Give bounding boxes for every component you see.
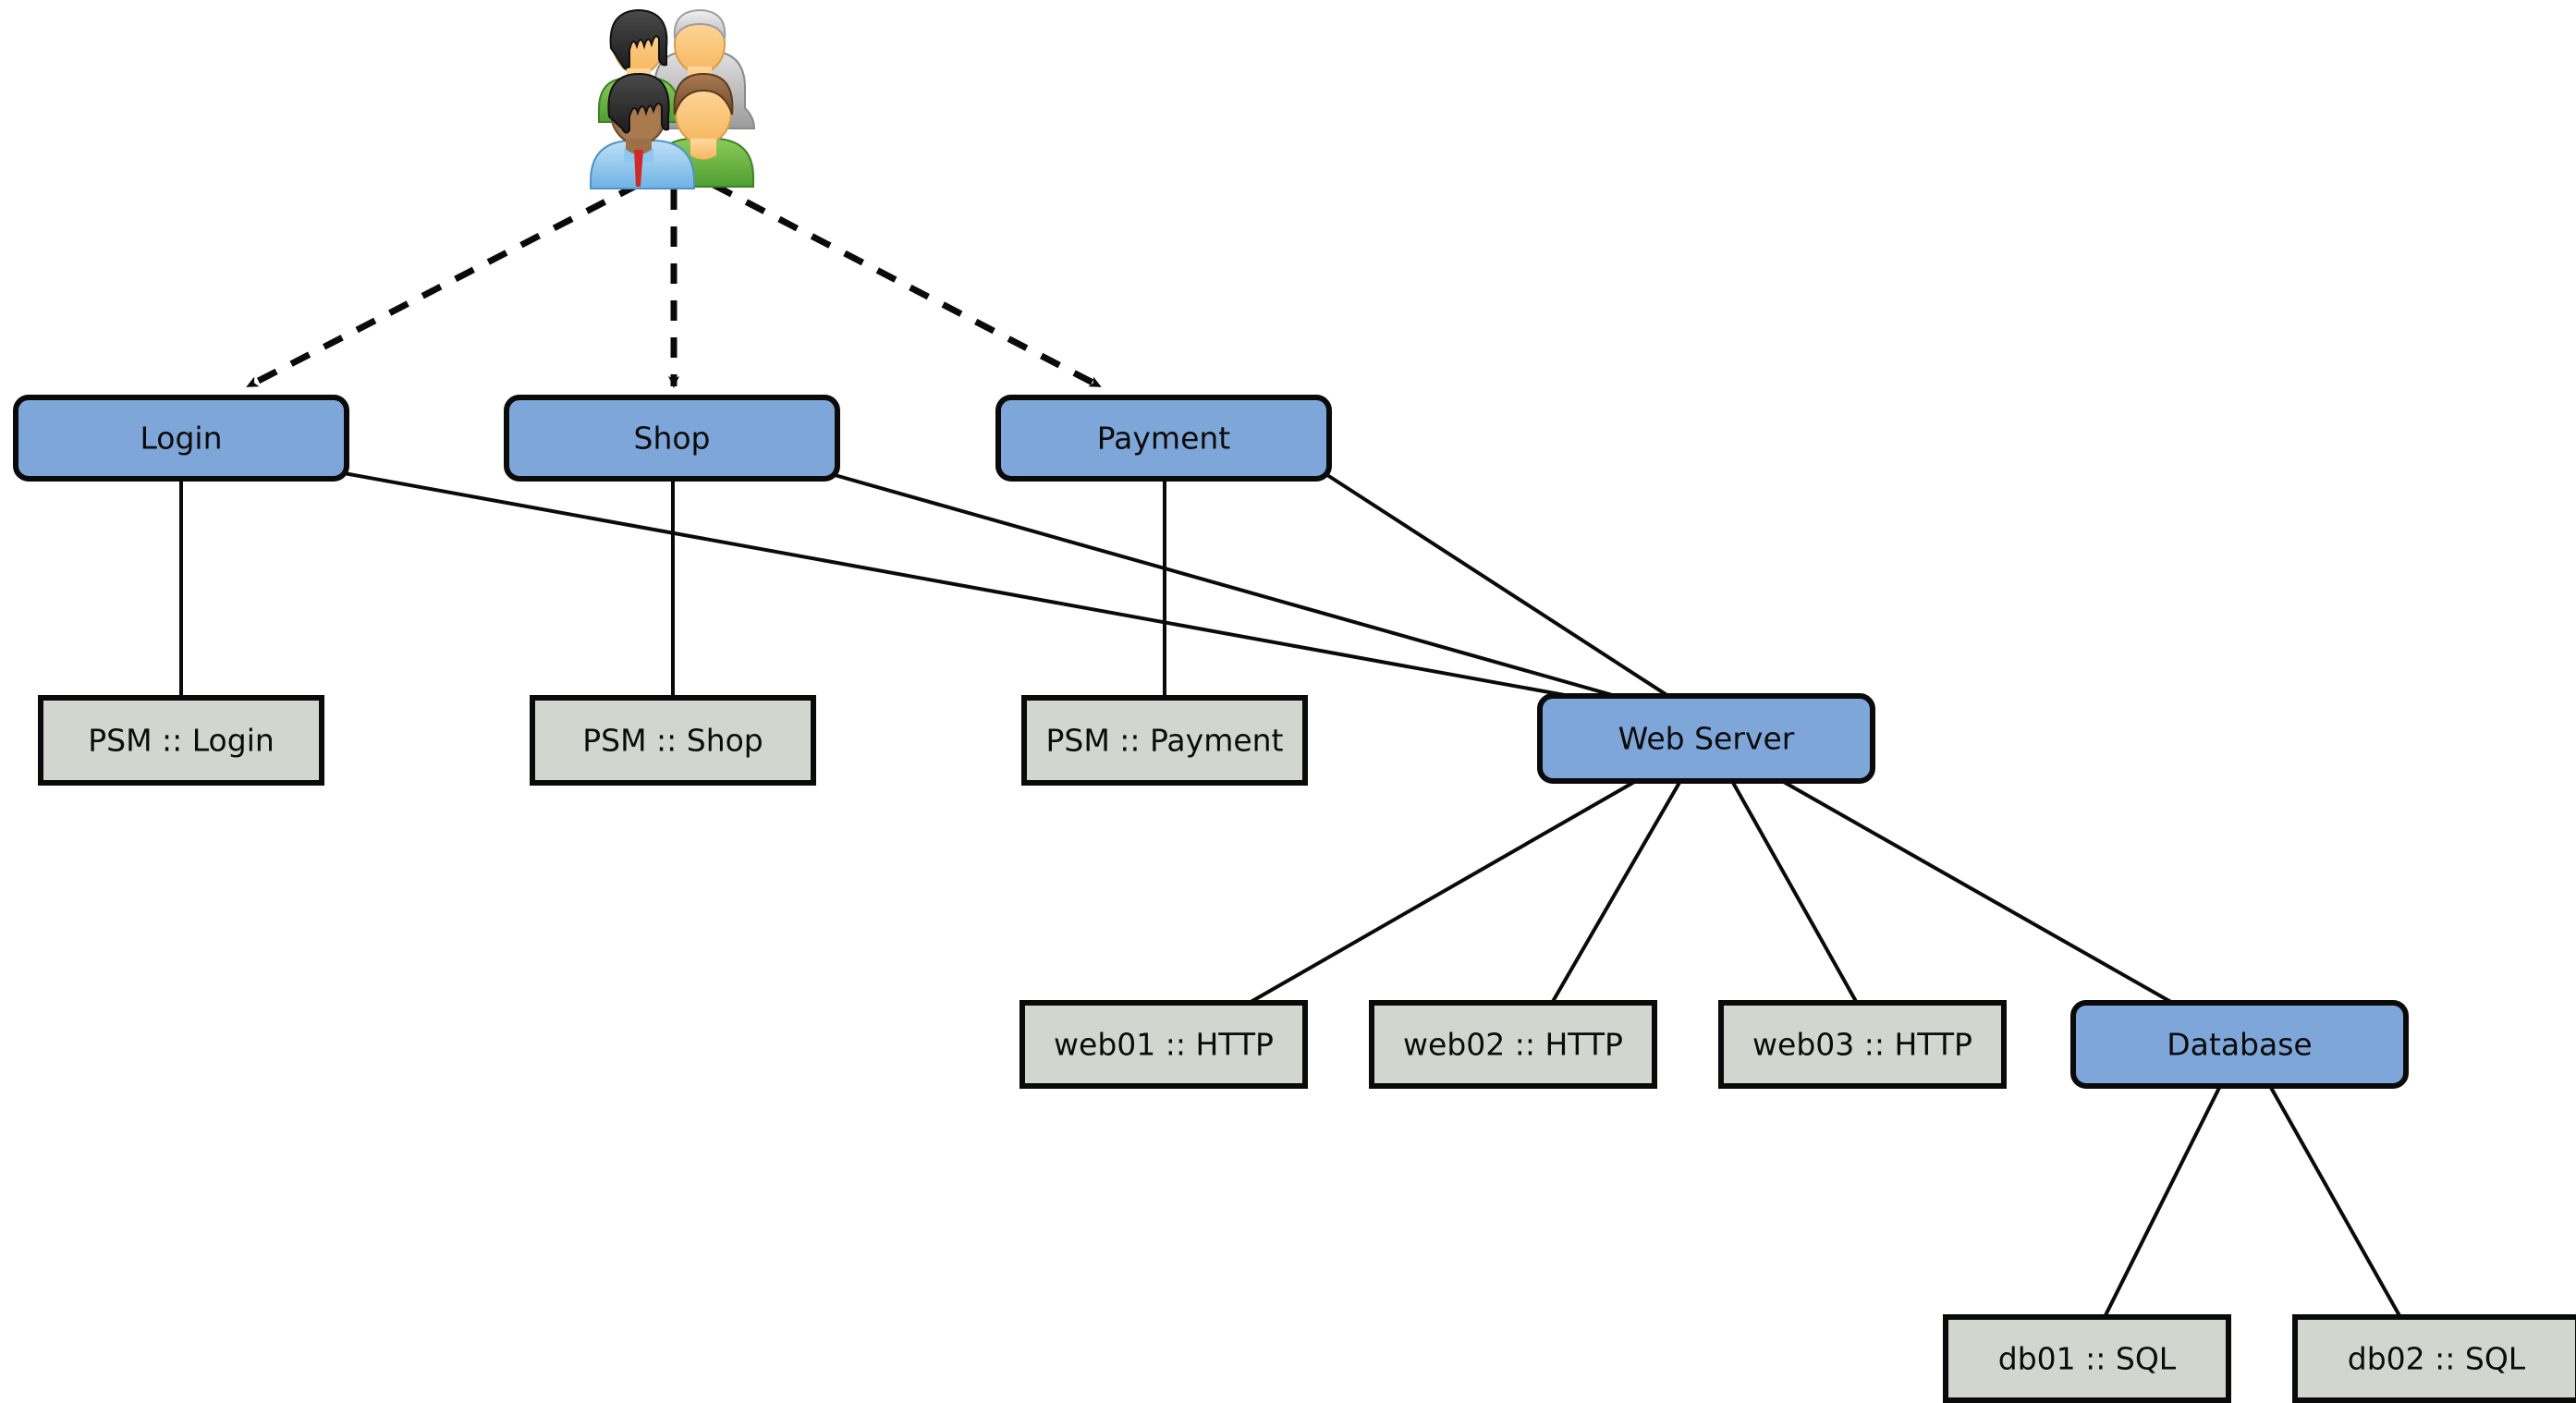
actor-person-blue-shirt [590, 72, 695, 189]
edge-database-to-db02 [2268, 1085, 2403, 1320]
edge-shop-to-webserver [834, 473, 1630, 702]
edge-webserver-to-web02 [1549, 779, 1682, 1006]
edge-webserver-to-web03 [1730, 780, 1860, 1006]
edge-login-to-webserver [343, 471, 1591, 702]
edge-webserver-to-database [1781, 779, 2177, 1006]
users-group-icon[interactable] [590, 8, 756, 189]
edge-payment-to-webserver [1325, 473, 1673, 700]
edge-webserver-to-web01 [1245, 779, 1637, 1006]
edge-database-to-db01 [2102, 1085, 2222, 1320]
